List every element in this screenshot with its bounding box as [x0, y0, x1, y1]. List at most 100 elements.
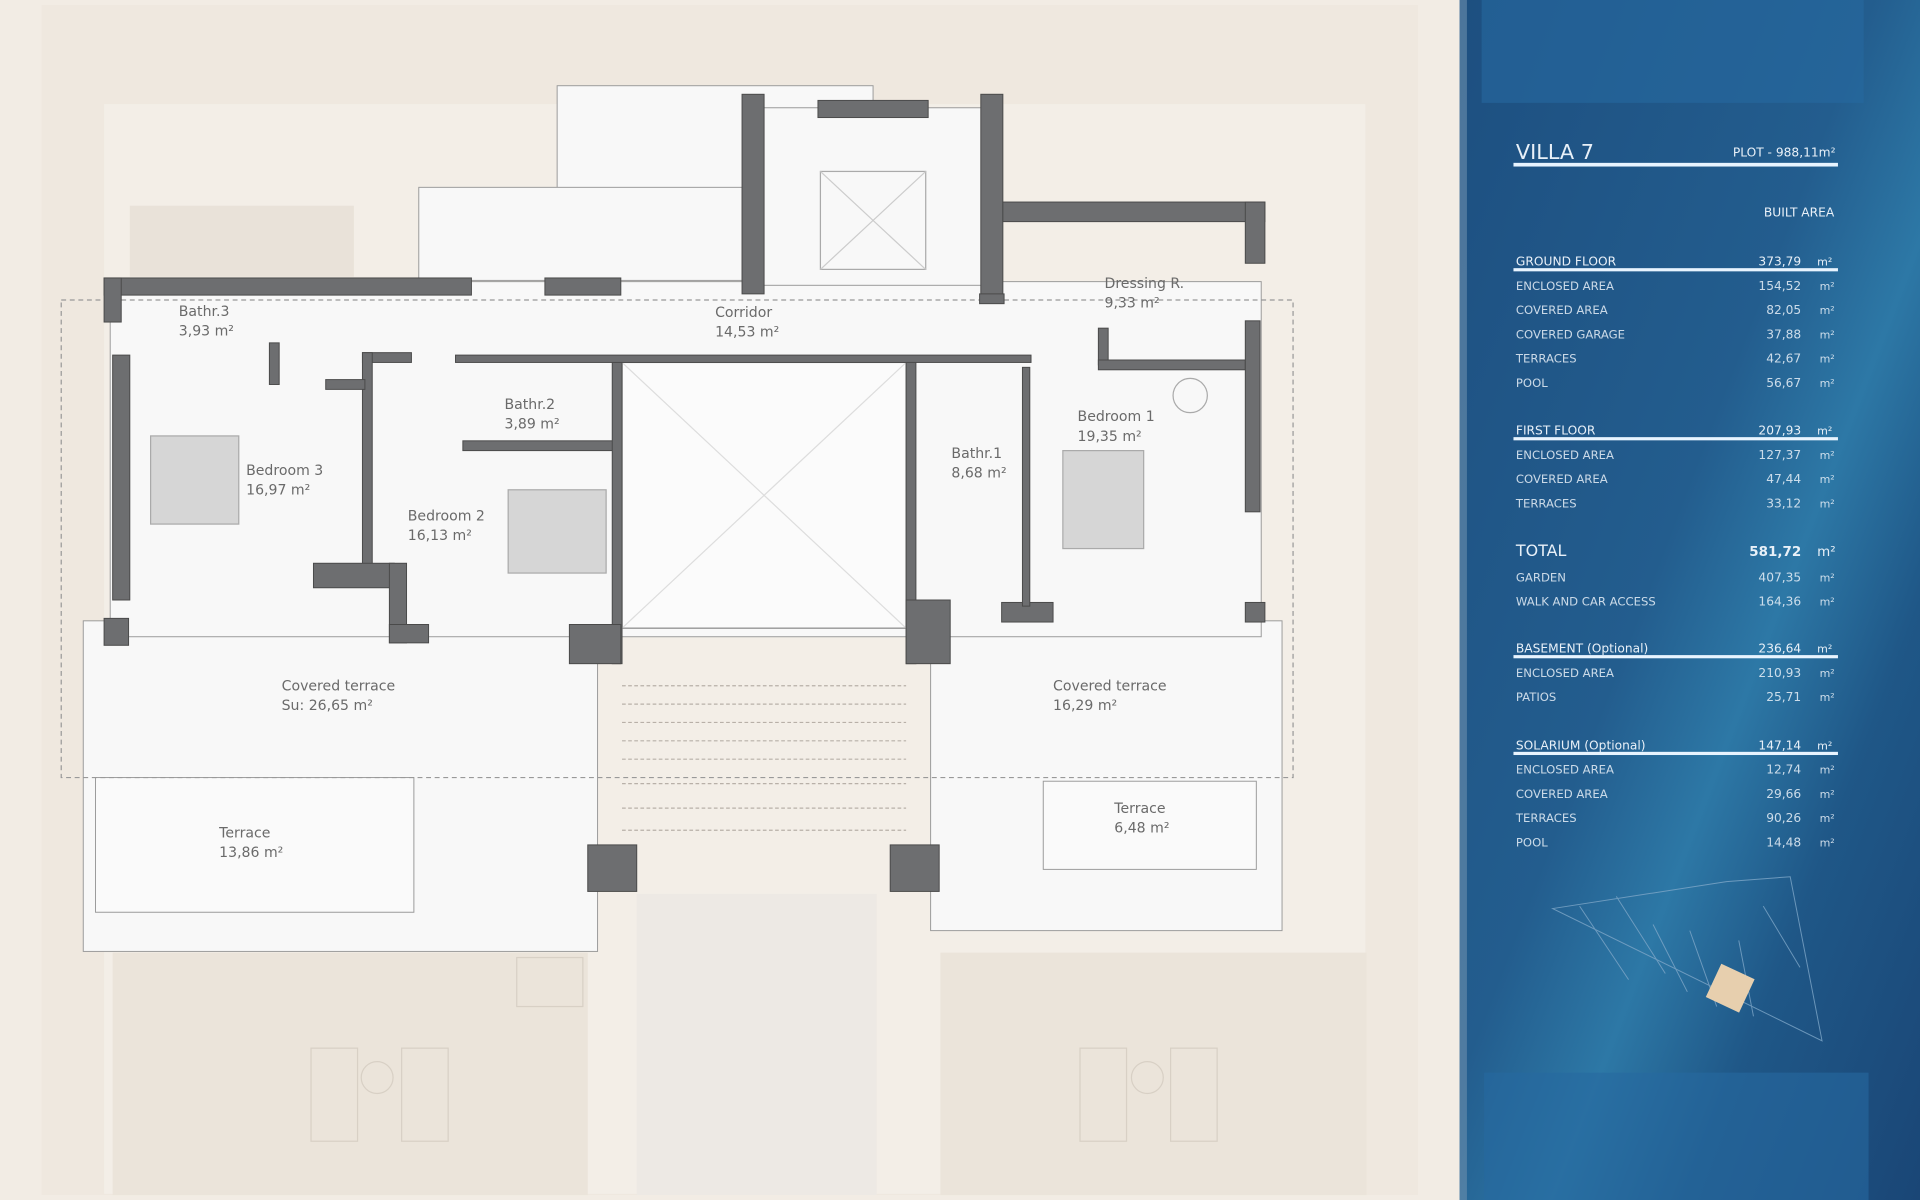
room-name: Bathr.2: [504, 397, 555, 413]
area-row-label: COVERED AREA: [1516, 472, 1608, 486]
group-header: BASEMENT (Optional): [1516, 642, 1648, 656]
group-underline: [1513, 268, 1838, 272]
area-row-value: 25,71: [1766, 690, 1801, 704]
area-row-label: PATIOS: [1516, 690, 1556, 704]
room-corridor: Corridor 14,53 m²: [715, 305, 779, 341]
room-labels: Bathr.3 3,93 m² Corridor 14,53 m² Dressing…: [179, 276, 1184, 861]
room-name: Covered terrace: [282, 679, 396, 695]
group-value: 373,79: [1758, 255, 1801, 269]
unit: m²: [1817, 739, 1832, 752]
area-row-label: ENCLOSED AREA: [1516, 448, 1614, 462]
room-name: Corridor: [715, 305, 772, 321]
area-row-label: COVERED AREA: [1516, 787, 1608, 801]
unit: m²: [1817, 643, 1832, 656]
room-name: Bedroom 2: [408, 508, 485, 524]
unit: m²: [1817, 256, 1832, 269]
room-name: Bathr.1: [951, 446, 1002, 462]
room-terrace-left: Terrace 13,86 m²: [218, 826, 283, 862]
room-bedroom-1: Bedroom 119,35 m²: [1078, 409, 1155, 445]
unit: m²: [1820, 667, 1835, 680]
area-row-label: POOL: [1516, 835, 1548, 849]
room-name: Bathr.3: [179, 304, 230, 320]
unit: m²: [1820, 449, 1835, 462]
room-area: 13,86 m²: [219, 845, 283, 861]
room-bedroom-2: Bedroom 2 16,13 m²: [408, 508, 485, 544]
room-bathroom-2: Bathr.2 3,89 m²: [504, 397, 559, 433]
group-underline: [1513, 437, 1838, 441]
area-row-label: GARDEN: [1516, 570, 1566, 584]
villa-location-highlight: [1705, 963, 1755, 1013]
unit: m²: [1820, 473, 1835, 486]
area-row-value: 29,66: [1766, 787, 1801, 801]
unit: m²: [1820, 280, 1835, 293]
group-value: 207,93: [1758, 424, 1801, 438]
area-row-value: 12,74: [1766, 763, 1801, 777]
area-row-value: 33,12: [1766, 496, 1801, 510]
unit: m²: [1820, 328, 1835, 341]
room-area: 16,29 m²: [1053, 698, 1117, 714]
room-bedroom-3: Bedroom 3 16,97 m²: [246, 463, 323, 499]
unit: m²: [1820, 691, 1835, 704]
villa-title: VILLA 7: [1516, 140, 1594, 164]
area-row-value: 56,67: [1766, 376, 1801, 390]
unit: m²: [1820, 304, 1835, 317]
room-area: 8,68 m²: [951, 466, 1006, 482]
area-row-value: 82,05: [1766, 303, 1801, 317]
area-row-value: 47,44: [1766, 472, 1801, 486]
area-row-value: 14,48: [1766, 835, 1801, 849]
area-row-label: ENCLOSED AREA: [1516, 666, 1614, 680]
info-panel: VILLA 7 PLOT - 988,11m² BUILT AREA GROUN…: [1459, 0, 1920, 1200]
unit: m²: [1820, 353, 1835, 366]
room-area: 3,93 m²: [179, 324, 234, 340]
area-row-label: WALK AND CAR ACCESS: [1516, 595, 1656, 609]
room-bathroom-3: Bathr.3 3,93 m²: [179, 304, 234, 340]
room-area: 3,89 m²: [504, 417, 559, 433]
area-row-value: 37,88: [1766, 327, 1801, 341]
area-row-label: TERRACES: [1515, 496, 1577, 510]
area-row-value: 90,26: [1766, 811, 1801, 825]
unit: m²: [1817, 425, 1832, 438]
unit: m²: [1820, 812, 1835, 825]
room-covered-terrace-right: Covered terrace 16,29 m²: [1053, 679, 1167, 715]
plot-area: PLOT - 988,11m²: [1733, 146, 1836, 160]
room-name: Bedroom 3: [246, 463, 323, 479]
floor-plan: [60, 85, 1294, 1142]
room-area: 6,48 m²: [1114, 821, 1169, 837]
area-row-label: COVERED AREA: [1516, 303, 1608, 317]
group-header: FIRST FLOOR: [1516, 424, 1596, 438]
room-area: 16,97 m²: [246, 483, 310, 499]
room-name: Covered terrace: [1053, 679, 1167, 695]
group-value: 581,72: [1749, 545, 1801, 560]
room-area: 16,13 m²: [408, 528, 472, 544]
area-row-value: 164,36: [1758, 595, 1801, 609]
room-name: Dressing R.: [1104, 276, 1184, 292]
room-name: Terrace: [218, 826, 270, 842]
area-row-label: ENCLOSED AREA: [1516, 763, 1614, 777]
unit: m²: [1820, 596, 1835, 609]
room-area: Su: 26,65 m²: [282, 698, 373, 714]
room-name: Terrace: [1113, 801, 1165, 817]
area-row-label: TERRACES: [1515, 811, 1577, 825]
room-terrace-right: Terrace 6,48 m²: [1113, 801, 1169, 837]
group-header: TOTAL: [1515, 541, 1567, 560]
unit: m²: [1817, 545, 1836, 560]
area-row-label: COVERED GARAGE: [1516, 327, 1625, 341]
area-row-label: ENCLOSED AREA: [1516, 279, 1614, 293]
group-underline: [1513, 751, 1838, 756]
room-area: 19,35 m²: [1078, 429, 1142, 445]
unit: m²: [1820, 764, 1835, 777]
unit: m²: [1820, 788, 1835, 801]
area-row-value: 407,35: [1758, 570, 1801, 584]
room-dressing: Dressing R.9,33 m²: [1104, 276, 1184, 312]
area-row-value: 127,37: [1758, 448, 1801, 462]
group-value: 236,64: [1758, 642, 1801, 656]
unit: m²: [1820, 497, 1835, 510]
room-area: 14,53 m²: [715, 325, 779, 341]
area-row-value: 210,93: [1758, 666, 1801, 680]
group-value: 147,14: [1758, 738, 1801, 752]
group-underline: [1513, 655, 1838, 659]
group-header: SOLARIUM (Optional): [1516, 738, 1646, 752]
